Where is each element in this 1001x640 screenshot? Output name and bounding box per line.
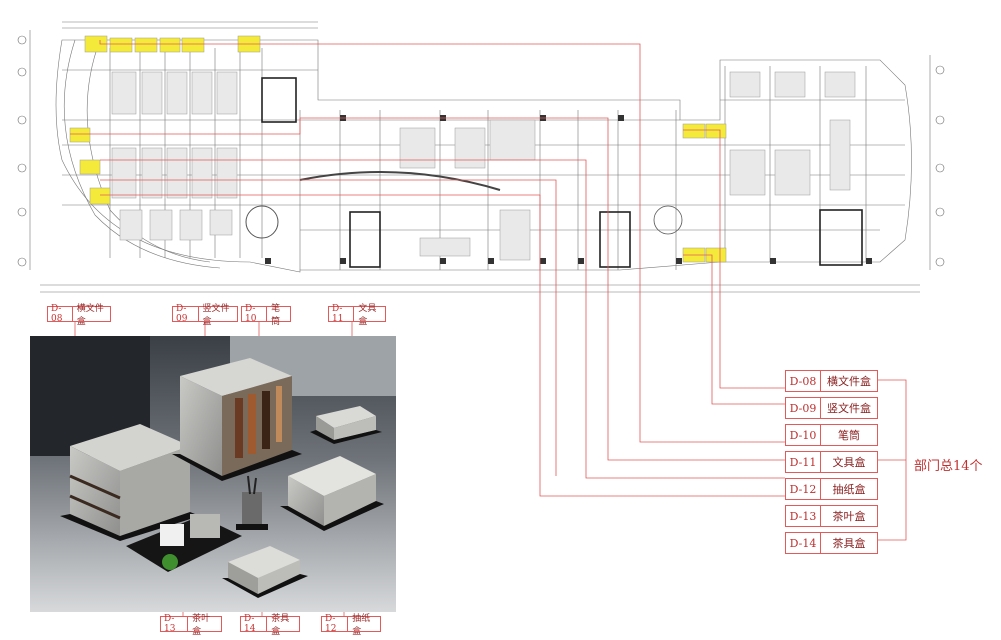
legend-code: D-08 [786, 371, 821, 391]
tag-name: 竖文件盒 [202, 304, 230, 327]
legend-code: D-12 [786, 479, 821, 499]
tag-code: D-14 [241, 614, 268, 634]
tag-code: D-12 [322, 614, 349, 634]
tag-code: D-10 [242, 304, 268, 324]
legend-code: D-13 [786, 506, 821, 526]
tag-name: 抽纸盒 [352, 614, 371, 637]
tag-code: D-09 [173, 304, 199, 324]
legend-row: D-11 文具盒 [785, 451, 878, 473]
legend-row: D-09 竖文件盒 [785, 397, 878, 419]
product-photo [30, 336, 396, 612]
legend-row: D-14 茶具盒 [785, 532, 878, 554]
legend-name: 文具盒 [832, 456, 866, 469]
legend-code: D-14 [786, 533, 821, 553]
legend-code: D-11 [786, 452, 821, 472]
tag-name: 横文件盒 [76, 304, 104, 327]
legend-name: 竖文件盒 [827, 402, 871, 415]
photo-tag-d14: D-14 茶具盒 [240, 614, 300, 637]
photo-tag-d11: D-11 文具盒 [328, 304, 386, 327]
photo-tag-d09: D-09 竖文件盒 [172, 304, 238, 327]
tag-code: D-11 [329, 304, 355, 324]
photo-tag-d08: D-08 横文件盒 [47, 304, 111, 327]
legend-name: 笔筒 [838, 429, 860, 442]
tag-code: D-08 [48, 304, 73, 324]
legend-name: 抽纸盒 [832, 483, 866, 496]
legend-row: D-10 笔筒 [785, 424, 878, 446]
tag-name: 文具盒 [358, 304, 377, 327]
photo-tag-d12: D-12 抽纸盒 [321, 614, 381, 637]
legend-code: D-10 [786, 425, 821, 445]
legend-row: D-08 横文件盒 [785, 370, 878, 392]
photo-tag-d13: D-13 茶叶盒 [160, 614, 222, 637]
tag-name: 笔筒 [271, 304, 281, 327]
legend-code: D-09 [786, 398, 821, 418]
tag-code: D-13 [161, 614, 189, 634]
legend-row: D-12 抽纸盒 [785, 478, 878, 500]
legend-row: D-13 茶叶盒 [785, 505, 878, 527]
legend-name: 茶叶盒 [832, 510, 866, 523]
photo-tag-d10: D-10 笔筒 [241, 304, 291, 327]
tag-name: 茶叶盒 [192, 614, 211, 637]
building-outline [55, 39, 912, 273]
legend-name: 横文件盒 [827, 375, 871, 388]
legend-name: 茶具盒 [832, 537, 866, 550]
total-count-label: 部门总14个 [914, 459, 983, 474]
tag-name: 茶具盒 [271, 614, 290, 637]
